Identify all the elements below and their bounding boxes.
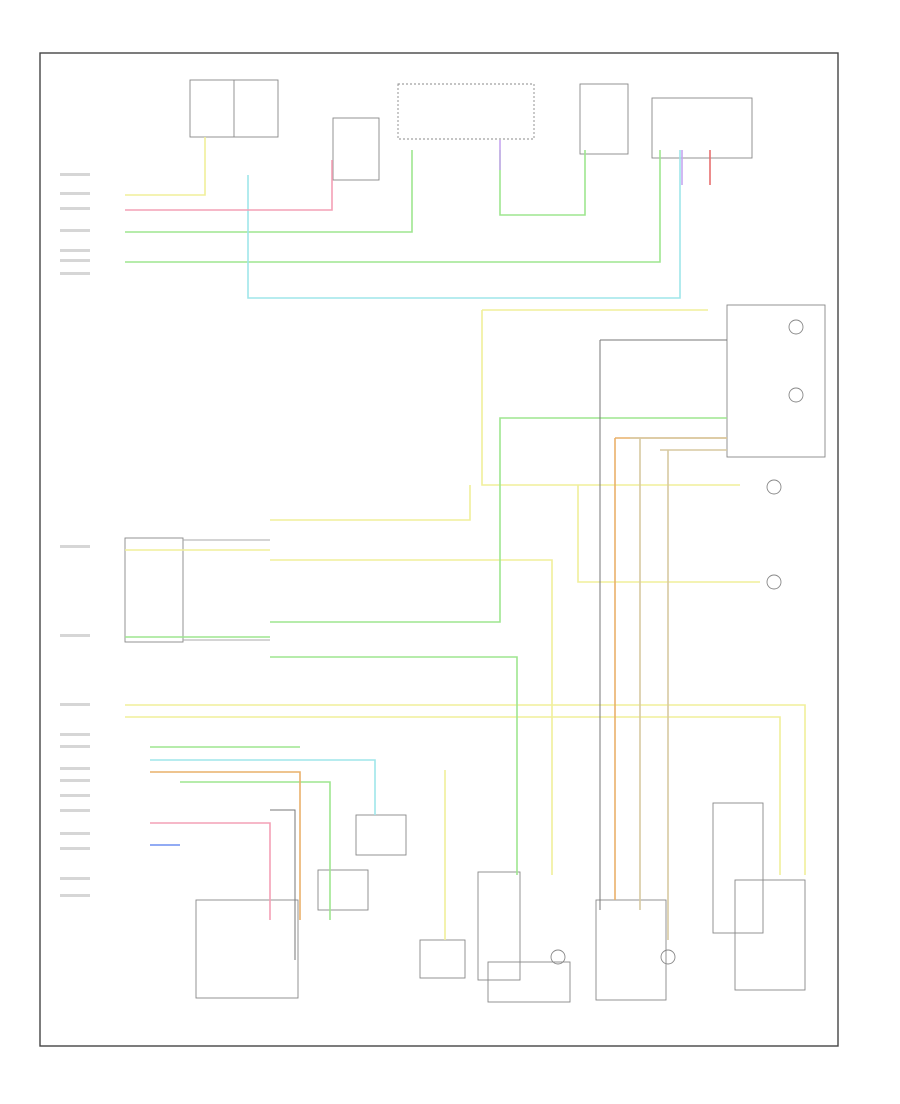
- connector-label-mark-18: [60, 847, 90, 850]
- black-wire-32: [270, 809, 296, 960]
- cyan-wire-19: [247, 150, 681, 299]
- connector-label-mark-1: [60, 173, 90, 176]
- pink-wire-21: [125, 160, 333, 211]
- door-lock-actuator-driver: [195, 899, 299, 999]
- connector-label-mark-15: [60, 794, 90, 797]
- connector-labels: [60, 173, 90, 897]
- yellow-wire-2: [481, 310, 740, 486]
- key-switch: [651, 97, 753, 159]
- green-wire-16: [270, 656, 518, 875]
- fuse-block-mid: [397, 83, 535, 140]
- connector-label-mark-4: [60, 229, 90, 232]
- connector-label-mark-14: [60, 779, 90, 782]
- connector-label-mark-12: [60, 745, 90, 748]
- front-door-switch-right: [595, 899, 667, 1001]
- lamp-symbols: [550, 319, 804, 965]
- map-lamp: [317, 869, 369, 911]
- connector-label-mark-6: [60, 259, 90, 262]
- yellow-wire-4: [270, 485, 471, 521]
- tan-wire-30: [660, 449, 727, 940]
- green-wire-13: [499, 150, 586, 216]
- combination-switch: [332, 117, 380, 181]
- connector-label-mark-5: [60, 249, 90, 252]
- green-wire-12: [125, 150, 661, 263]
- vanity-mirror-lamp: [419, 939, 466, 979]
- rear-door-switch-right: [355, 814, 407, 856]
- orange-wire-28: [614, 437, 727, 900]
- connector-label-mark-20: [60, 894, 90, 897]
- yellow-wire-7: [125, 704, 806, 875]
- yellow-wire-6: [577, 485, 760, 583]
- orange-wire-27: [150, 771, 301, 920]
- green-wire-11: [125, 150, 413, 233]
- pink-wire-22: [150, 822, 271, 920]
- wire-traces: [125, 137, 806, 960]
- connector-label-mark-9: [60, 634, 90, 637]
- yellow-wire-1: [125, 137, 206, 196]
- connector-label-mark-7: [60, 272, 90, 275]
- component-boxes: [124, 79, 826, 1003]
- diagram-frame: [39, 52, 839, 1047]
- yellow-wire-8: [125, 716, 781, 875]
- back-door-switch: [712, 802, 764, 934]
- connector-label-mark-17: [60, 832, 90, 835]
- tan-wire-29: [630, 437, 727, 910]
- gray-wire-33: [183, 539, 270, 641]
- connector-label-mark-16: [60, 809, 90, 812]
- rear-door-switch-left: [477, 871, 521, 981]
- connector-label-mark-2: [60, 192, 90, 195]
- connector-label-mark-11: [60, 733, 90, 736]
- body-control-module: [124, 537, 184, 643]
- front-door-switch-left: [487, 961, 571, 1003]
- connector-label-mark-3: [60, 207, 90, 210]
- cyan-wire-20: [150, 759, 376, 815]
- hazard-switch: [579, 83, 629, 155]
- green-wire-18: [180, 781, 331, 920]
- green-wire-15: [270, 417, 727, 623]
- trunk-room-lamp: [734, 879, 806, 991]
- yellow-wire-5: [270, 559, 553, 875]
- smart-entry-module: [726, 304, 826, 458]
- black-wire-31: [599, 339, 727, 910]
- connector-label-mark-13: [60, 767, 90, 770]
- connector-label-mark-10: [60, 703, 90, 706]
- connector-label-mark-8: [60, 545, 90, 548]
- connector-label-mark-19: [60, 877, 90, 880]
